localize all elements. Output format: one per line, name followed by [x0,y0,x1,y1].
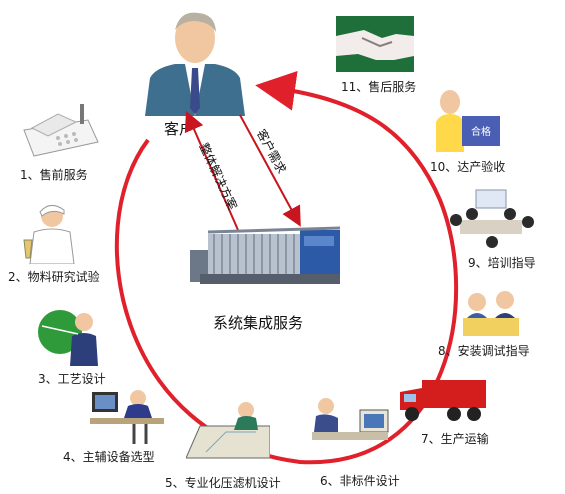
step-6-label: 6、非标件设计 [320,474,400,488]
installation-guide-icon [463,291,519,336]
designer-drafting-table-icon [186,402,270,459]
step-3-label: 3、工艺设计 [38,372,106,386]
engineer-drafting-icon [38,310,98,366]
computer-workstation-icon [90,390,164,444]
lab-researcher-icon [23,205,75,264]
customer-icon [145,12,245,116]
telephone-icon [23,104,99,157]
handshake-icon [336,16,414,72]
step-11-label: 11、售后服务 [341,80,417,94]
step-10-label: 10、达产验收 [430,160,506,174]
step-4-label: 4、主辅设备选型 [63,450,155,464]
qualified-sign-text: 合格 [471,125,491,138]
system-integration-label: 系统集成服务 [213,314,304,332]
step-8-label: 8、安装调试指导 [438,344,530,358]
red-truck-icon [400,380,486,421]
training-meeting-icon [450,189,534,248]
step-9-label: 9、培训指导 [468,256,536,270]
qualified-inspector-icon: 合格 [436,90,500,152]
step-7-label: 7、生产运输 [421,432,489,446]
step-5-label: 5、专业化压滤机设计 [165,476,281,490]
step-2-label: 2、物料研究试验 [8,270,100,284]
step-1-label: 1、售前服务 [20,168,88,182]
filter-press-machine-icon [190,226,341,284]
cad-designer-icon [312,398,389,440]
